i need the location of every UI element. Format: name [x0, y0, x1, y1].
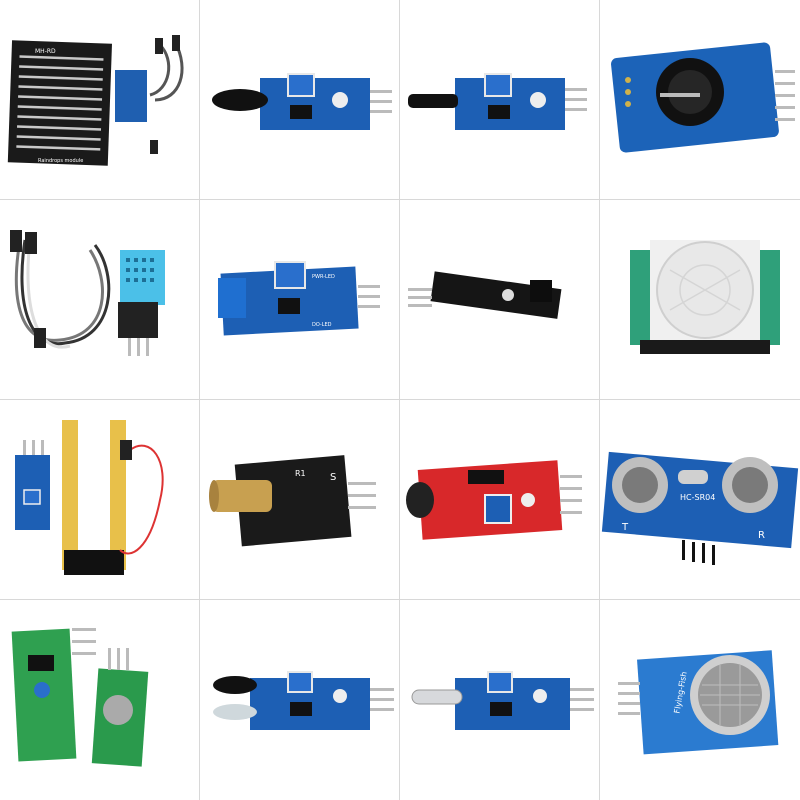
pir-motion-module-image — [630, 240, 780, 354]
dht11-module-image — [10, 230, 165, 356]
rf-transmitter-module-image — [11, 628, 149, 767]
flame-ir-sensor-module-image — [213, 671, 394, 730]
relay-sensor-module-cell: PWR-LED DO-LED — [200, 200, 400, 400]
hc-sr04-label: HC-SR04 — [680, 493, 715, 502]
sound-sensor-module-image — [406, 460, 582, 540]
rf-transmitter-module-cell — [0, 600, 200, 800]
flame-sensor-module-image — [212, 73, 392, 130]
pir-motion-module-cell — [600, 200, 800, 400]
mh-rd-label: MH-RD — [35, 48, 56, 55]
flame-sensor-module-cell — [200, 0, 400, 200]
ultrasonic-module-cell: HC-SR04 T R — [600, 400, 800, 600]
reed-switch-module-image — [411, 671, 594, 730]
ir-tracking-module-image — [408, 271, 562, 319]
r1-label: R1 — [295, 469, 306, 478]
soil-moisture-module-cell — [0, 400, 200, 600]
laser-module-cell: S R1 — [200, 400, 400, 600]
s-pin-label: S — [330, 472, 336, 483]
sound-sensor-module-cell — [400, 400, 600, 600]
r-label: R — [758, 530, 765, 541]
relay-sensor-module-image: PWR-LED DO-LED — [218, 261, 380, 336]
rtc-module-cell — [600, 0, 800, 200]
vibration-sensor-module-image — [408, 73, 587, 130]
reed-switch-module-cell — [400, 600, 600, 800]
pwr-led-label: PWR-LED — [312, 274, 335, 280]
vibration-sensor-module-cell — [400, 0, 600, 200]
ir-tracking-module-cell — [400, 200, 600, 400]
raindrops-module-image: MH-RD Raindrops module — [7, 35, 184, 166]
raindrops-module-cell: MH-RD Raindrops module — [0, 0, 200, 200]
dht11-module-cell — [0, 200, 200, 400]
raindrops-module-label: Raindrops module — [38, 158, 83, 164]
rtc-module-image — [611, 42, 795, 153]
laser-module-image: S R1 — [209, 455, 376, 547]
ultrasonic-module-image: HC-SR04 T R — [601, 451, 799, 565]
flame-ir-sensor-module-cell — [200, 600, 400, 800]
gas-sensor-module-cell: Flying-Fish — [600, 600, 800, 800]
gas-sensor-module-image: Flying-Fish — [618, 650, 779, 755]
do-led-label: DO-LED — [312, 322, 332, 328]
soil-moisture-module-image — [15, 420, 164, 575]
t-label: T — [621, 522, 629, 533]
